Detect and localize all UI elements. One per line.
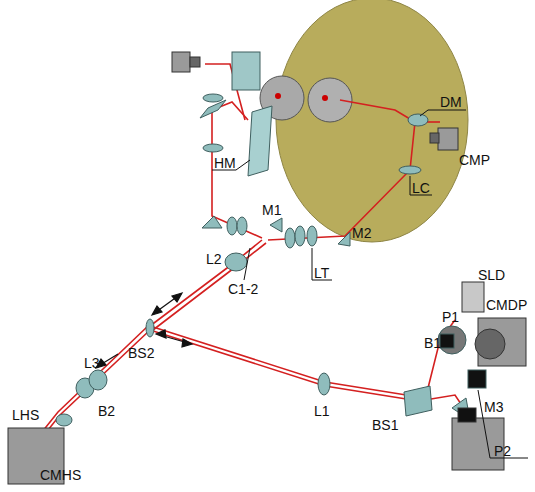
mirror <box>338 232 350 246</box>
polarizer <box>468 370 486 388</box>
part-label: B1 <box>424 336 441 350</box>
head-shape <box>276 0 468 242</box>
beam-splitter <box>404 386 432 416</box>
lens <box>203 94 223 102</box>
lens <box>237 217 247 235</box>
polarizer <box>440 334 454 348</box>
part-label: P1 <box>442 310 459 324</box>
part-label: CMDP <box>486 298 527 312</box>
eye <box>308 78 352 122</box>
part-label: M3 <box>484 400 503 414</box>
lens <box>203 144 223 152</box>
lens <box>438 326 466 354</box>
part-label: P2 <box>494 444 511 458</box>
beam-splitter <box>146 319 154 337</box>
part-label: CMHS <box>40 468 81 482</box>
part-label: SLD <box>478 268 505 282</box>
hot-mirror <box>248 106 272 176</box>
lens <box>307 226 317 246</box>
lens <box>318 373 330 395</box>
part-label: B2 <box>98 404 115 418</box>
laser-beam <box>38 64 465 440</box>
part-label: LC <box>412 181 430 195</box>
mirror <box>200 100 226 118</box>
part-label: BS2 <box>128 346 154 360</box>
prism <box>202 216 222 228</box>
dichroic-mirror <box>408 114 428 126</box>
mirror <box>232 52 260 90</box>
part-label: L1 <box>314 404 330 418</box>
camera <box>8 52 526 484</box>
lens <box>295 226 305 246</box>
part-label: M2 <box>352 226 371 240</box>
part-label: DM <box>440 95 462 109</box>
part-label: LHS <box>12 408 39 422</box>
optical-element <box>56 52 486 426</box>
lens <box>227 217 237 235</box>
motion-arrow <box>96 293 192 368</box>
part-label: M1 <box>262 203 281 217</box>
part-label: HM <box>214 156 236 170</box>
part-label: BS1 <box>372 418 398 432</box>
part-label: LT <box>314 266 329 280</box>
part-label: L3 <box>84 356 100 370</box>
lens <box>225 253 247 271</box>
part-label: CMP <box>459 153 490 167</box>
lens <box>285 228 295 248</box>
leader-line <box>212 110 528 458</box>
lens <box>56 414 72 426</box>
lens <box>399 166 421 174</box>
lens <box>89 370 107 390</box>
part-label: L2 <box>206 252 222 266</box>
part-label: C1-2 <box>228 282 258 296</box>
mirror <box>270 218 282 232</box>
